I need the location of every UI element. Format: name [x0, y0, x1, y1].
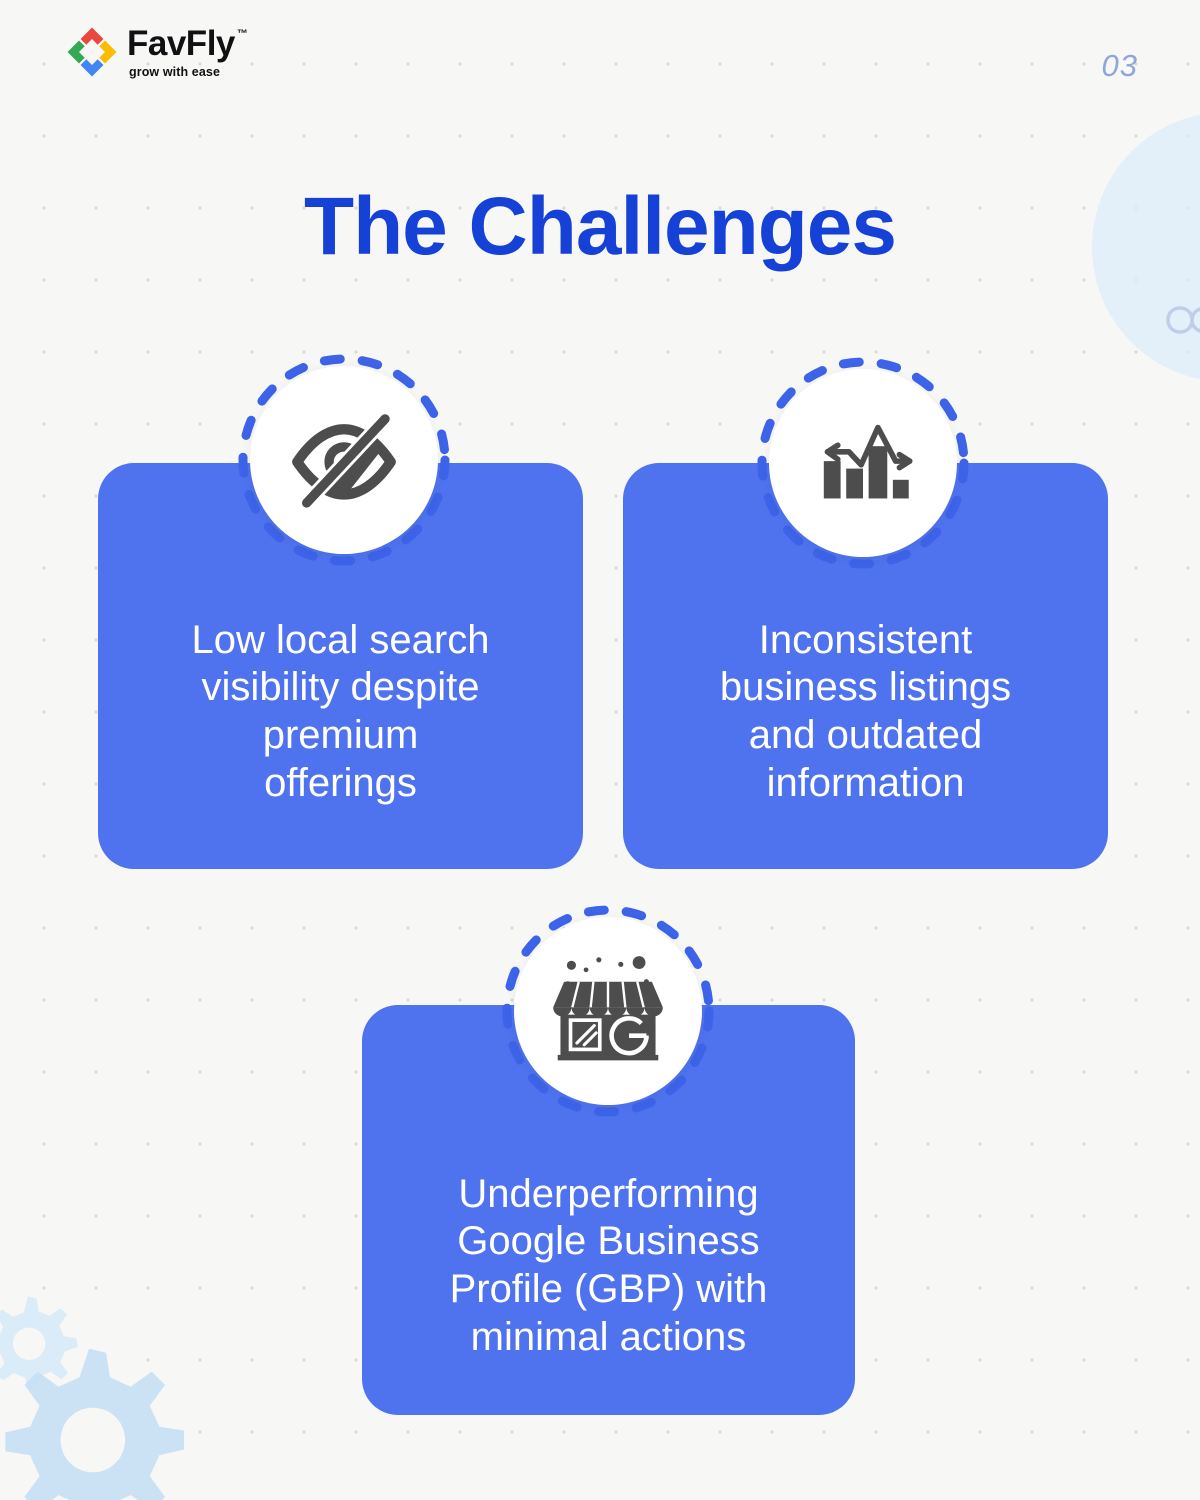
declining-bar-chart-icon [807, 407, 919, 519]
favfly-diamond-logo-icon [67, 27, 117, 76]
brand-name: FavFly [127, 24, 235, 63]
page-number: 03 [1101, 48, 1138, 83]
challenge-card-3-text: Underperforming Google Business Profile … [449, 1171, 768, 1359]
challenge-card-1-text: Low local search visibility despite prem… [191, 617, 490, 805]
page-title: The Challenges [303, 181, 897, 272]
icon-disc-3 [514, 917, 702, 1105]
brand-tagline: grow with ease [129, 65, 221, 79]
eye-off-icon [288, 404, 400, 516]
challenge-icon-badge-2 [755, 355, 971, 571]
gear-icon-small [0, 1296, 78, 1391]
infinity-icon [1166, 306, 1200, 334]
gear-icon-large [5, 1348, 184, 1500]
google-business-storefront-icon [544, 947, 672, 1075]
challenge-card-1: Low local search visibility despite prem… [98, 463, 583, 869]
brand-logo[interactable]: FavFly ™ grow with ease [66, 24, 248, 79]
challenge-icon-badge-3 [500, 903, 716, 1119]
dashed-ring-1 [238, 354, 450, 566]
dashed-ring-3 [502, 905, 714, 1117]
logo-text: FavFly ™ grow with ease [127, 24, 248, 79]
trademark-symbol: ™ [236, 28, 248, 40]
challenge-icon-badge-1 [236, 352, 452, 568]
challenge-card-2-text: Inconsistent business listings and outda… [719, 617, 1012, 805]
dashed-ring-2 [757, 357, 969, 569]
